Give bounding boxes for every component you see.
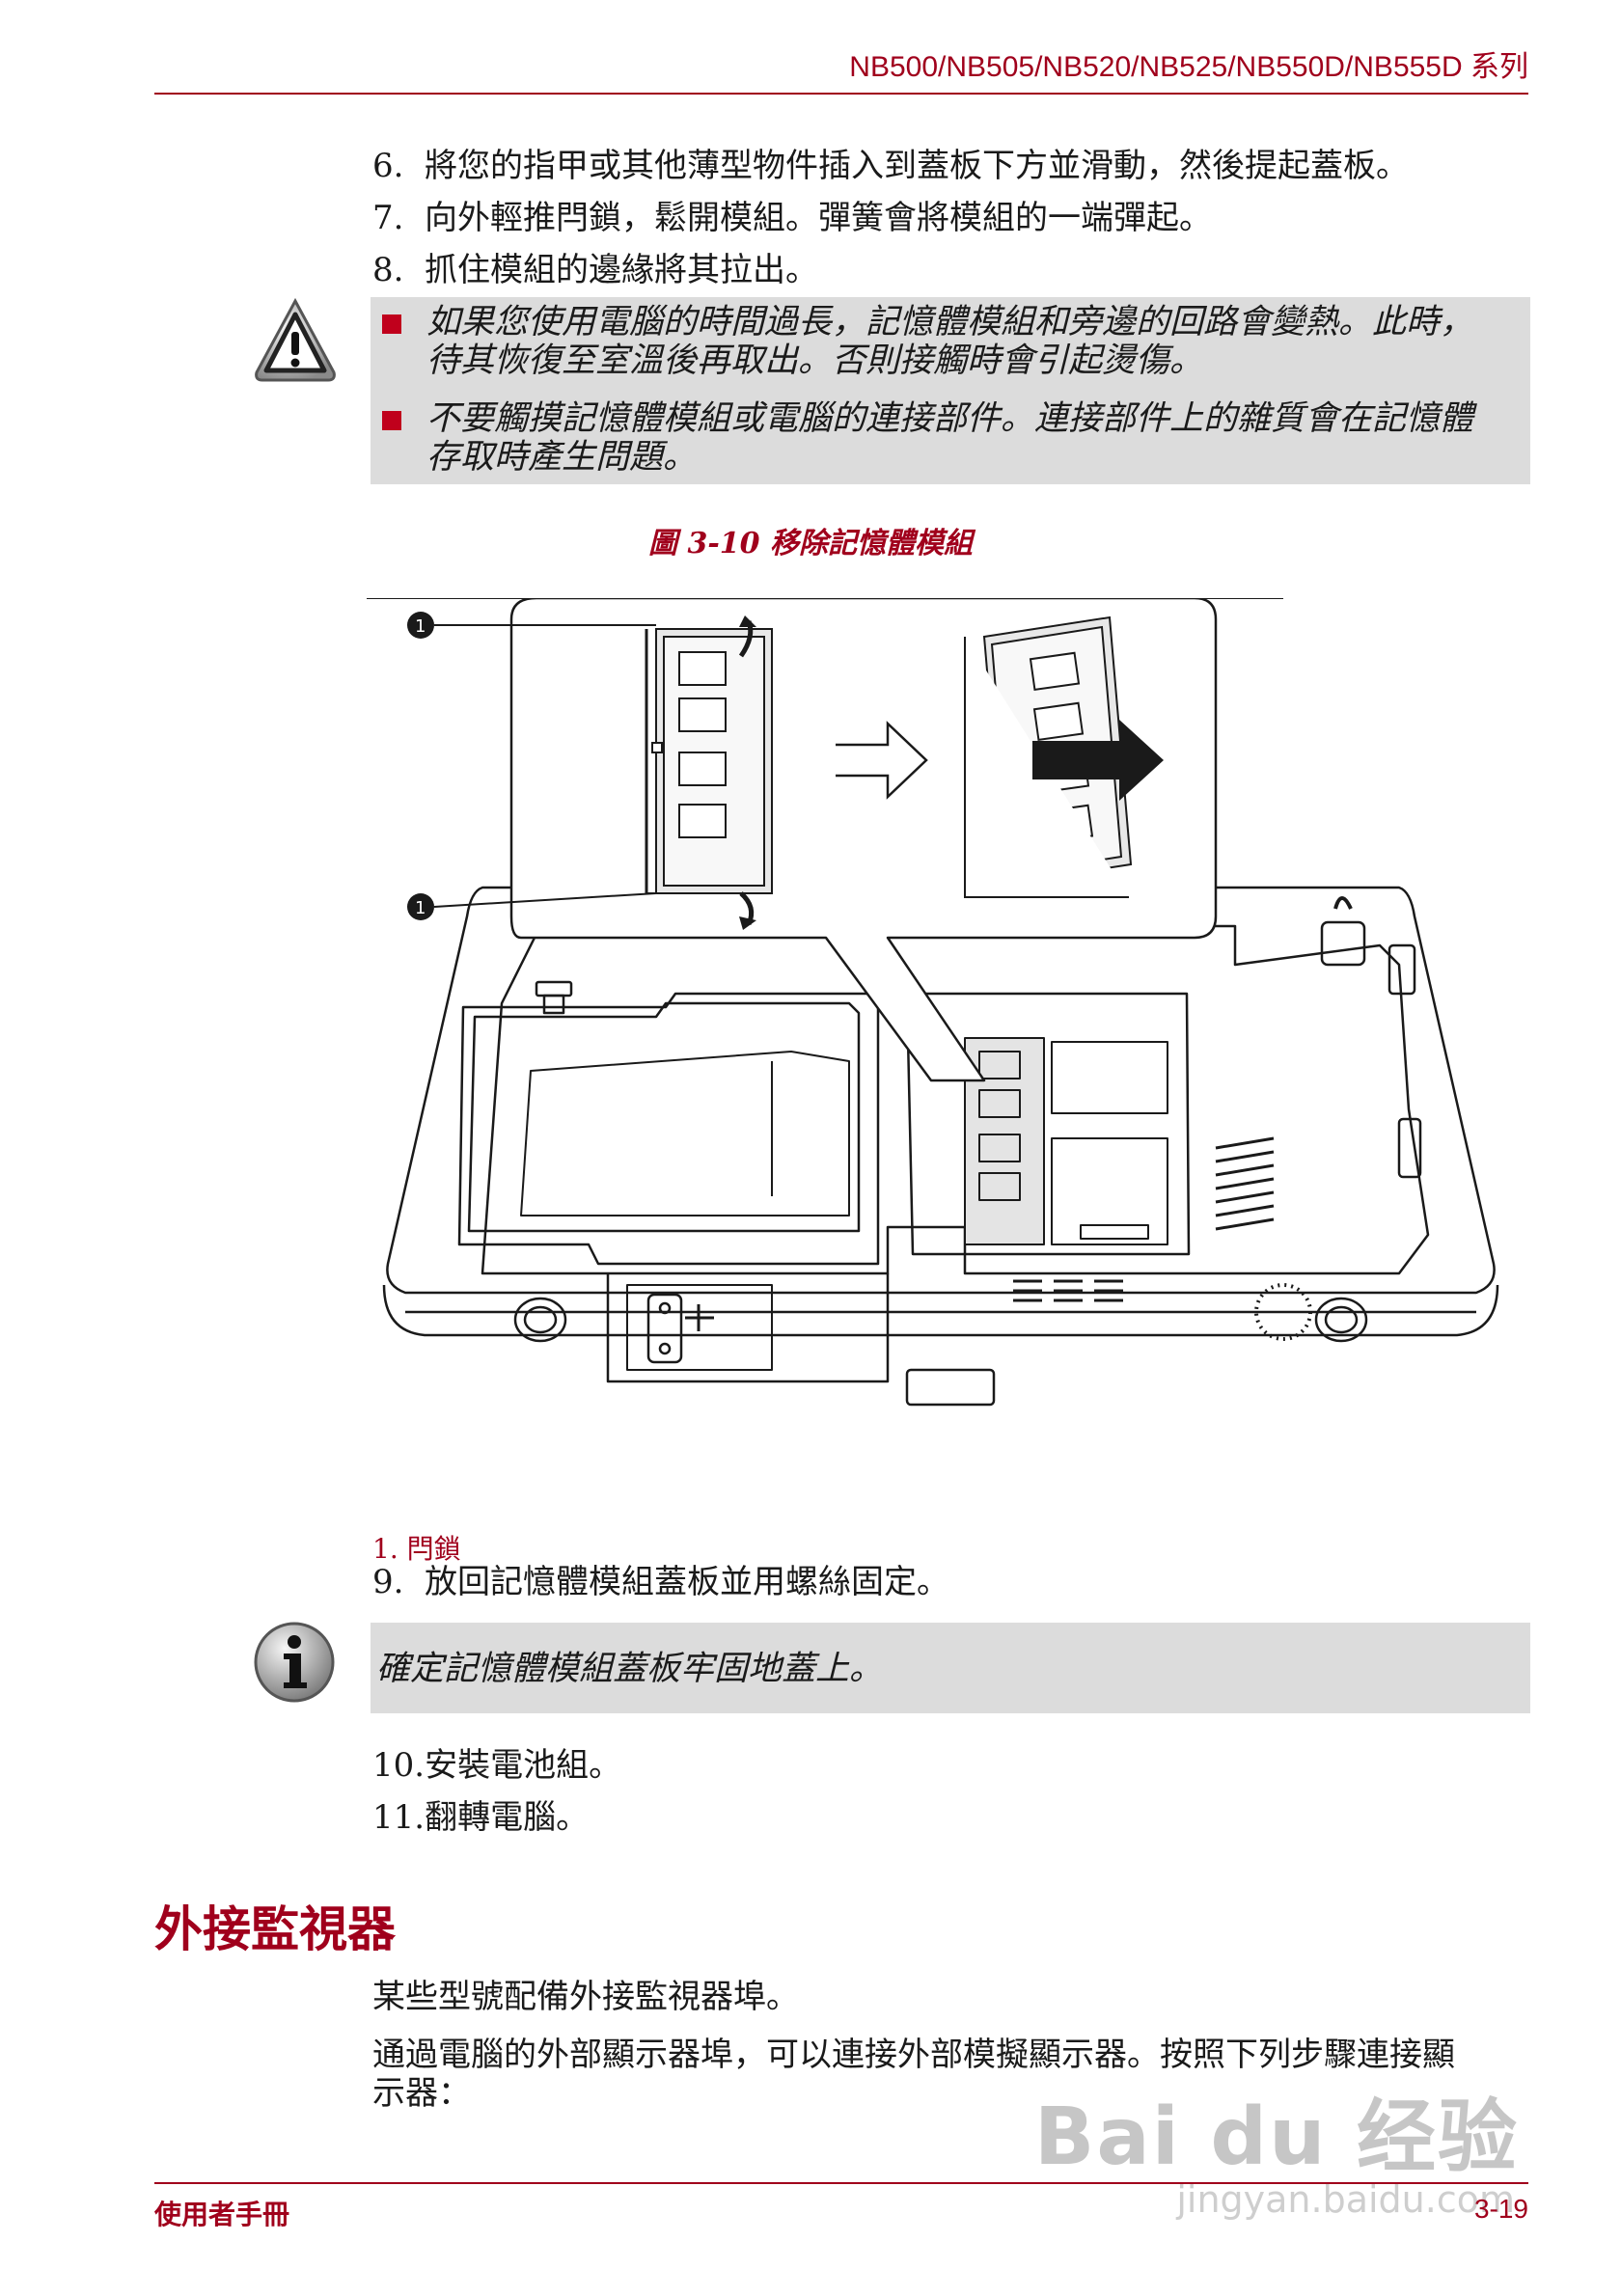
callout-marker bbox=[407, 893, 434, 920]
info-i-icon bbox=[254, 1622, 335, 1703]
figure-legend: 1. 閂鎖 bbox=[372, 1533, 461, 1565]
step-6: 6. 將您的指甲或其他薄型物件插入到蓋板下方並滑動，然後提起蓋板。 bbox=[372, 145, 1409, 187]
watermark-url: jingyan.baidu.com bbox=[1176, 2178, 1515, 2221]
callout-marker bbox=[407, 612, 434, 639]
step-text: 放回記憶體模組蓋板並用螺絲固定。 bbox=[425, 1563, 949, 1601]
step-10: 10.安裝電池組。 bbox=[372, 1744, 621, 1787]
step-text: 翻轉電腦。 bbox=[425, 1798, 590, 1837]
note-box: 確定記憶體模組蓋板牢固地蓋上。 bbox=[371, 1623, 1530, 1713]
caution-2-line2: 存取時產生問題。 bbox=[426, 438, 698, 477]
step-number: 9. bbox=[372, 1563, 404, 1601]
step-7: 7. 向外輕推閂鎖，鬆開模組。彈簧會將模組的一端彈起。 bbox=[372, 197, 1212, 239]
footer-rule bbox=[154, 2182, 1528, 2184]
step-number: 7. bbox=[372, 199, 404, 237]
figure-caption: 圖 3-10 移除記憶體模組 bbox=[648, 527, 973, 560]
step-number: 8. bbox=[372, 251, 404, 289]
caution-triangle-icon bbox=[255, 297, 336, 382]
section-heading: 外接監視器 bbox=[154, 1901, 396, 1957]
step-number: 10. bbox=[372, 1746, 426, 1785]
section-paragraph-2-line1: 通過電腦的外部顯示器埠，可以連接外部模擬顯示器。按照下列步驟連接顯 bbox=[372, 2036, 1455, 2074]
laptop-base bbox=[386, 886, 1496, 1295]
watermark-logo: Bai du 经验 bbox=[1033, 2091, 1519, 2183]
step-number: 11. bbox=[372, 1798, 426, 1837]
footer-page-number: 3-19 bbox=[1473, 2194, 1528, 2224]
footer-manual-name: 使用者手冊 bbox=[154, 2199, 290, 2230]
callout-number: 1 bbox=[415, 616, 426, 637]
step-text: 安裝電池組。 bbox=[425, 1746, 622, 1785]
direction-arrow-icon bbox=[836, 721, 928, 800]
caution-1-line1: 如果您使用電腦的時間過長，記憶體模組和旁邊的回路會變熱。此時， bbox=[426, 303, 1474, 342]
caution-2-line1: 不要觸摸記憶體模組或電腦的連接部件。連接部件上的雜質會在記憶體 bbox=[426, 399, 1474, 438]
bullet-marker bbox=[382, 314, 401, 334]
section-paragraph-1: 某些型號配備外接監視器埠。 bbox=[372, 1978, 799, 2016]
step-text: 向外輕推閂鎖，鬆開模組。彈簧會將模組的一端彈起。 bbox=[425, 199, 1212, 237]
step-text: 將您的指甲或其他薄型物件插入到蓋板下方並滑動，然後提起蓋板。 bbox=[425, 147, 1409, 185]
bullet-marker bbox=[382, 411, 401, 430]
note-text: 確定記憶體模組蓋板牢固地蓋上。 bbox=[376, 1650, 884, 1688]
step-number: 6. bbox=[372, 147, 404, 185]
header-rule bbox=[154, 93, 1528, 95]
section-paragraph-2-line2: 示器： bbox=[372, 2074, 471, 2113]
caution-box: 如果您使用電腦的時間過長，記憶體模組和旁邊的回路會變熱。此時， 待其恢復至室溫後… bbox=[371, 297, 1530, 484]
step-9: 9. 放回記憶體模組蓋板並用螺絲固定。 bbox=[372, 1561, 949, 1603]
caution-1-line2: 待其恢復至室溫後再取出。否則接觸時會引起燙傷。 bbox=[426, 342, 1204, 380]
step-text: 抓住模組的邊緣將其拉出。 bbox=[425, 251, 818, 289]
step-11: 11.翻轉電腦。 bbox=[372, 1796, 589, 1839]
memory-module-illustration: 1 1 bbox=[367, 598, 1499, 1407]
callout-number: 1 bbox=[415, 898, 426, 918]
header-title: NB500/NB505/NB520/NB525/NB550D/NB555D 系列 bbox=[849, 51, 1528, 83]
pull-out-arrow-icon bbox=[1032, 720, 1164, 801]
step-8: 8. 抓住模組的邊緣將其拉出。 bbox=[372, 249, 818, 291]
